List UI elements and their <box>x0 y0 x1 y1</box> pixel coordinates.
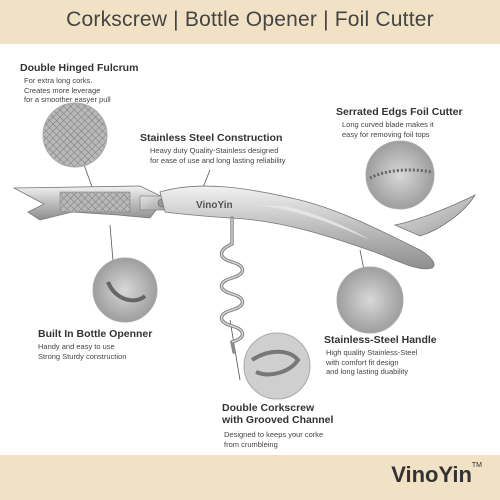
footer-banner <box>0 455 500 500</box>
handle-detail-circle <box>336 266 404 334</box>
feature-title-construction: Stainless Steel Construction <box>140 132 283 144</box>
knurled-grip <box>59 191 131 213</box>
feature-desc-corkscrew: Designed to keeps your corke from crumbl… <box>224 430 324 449</box>
feature-title-bottle-opener: Built In Bottle Openner <box>38 328 153 340</box>
feature-title-handle: Stainless-Steel Handle <box>324 334 437 346</box>
feature-desc-foil-cutter: Long curved blade makes it easy for remo… <box>342 120 434 139</box>
page-title: Corkscrew | Bottle Opener | Foil Cutter <box>66 8 434 31</box>
feature-title-fulcrum: Double Hinged Fulcrum <box>20 62 139 74</box>
brand-name: VinoYin <box>391 462 472 487</box>
fulcrum-detail-circle <box>42 102 108 168</box>
trademark-mark: TM <box>471 462 482 469</box>
bottle-opener-detail-circle <box>92 257 158 323</box>
corkscrew-body <box>12 185 477 354</box>
feature-title-corkscrew: Double Corkscrew with Grooved Channel <box>222 402 334 426</box>
foil-cutter-blade <box>393 194 477 237</box>
detail-circles <box>42 102 435 400</box>
feature-desc-fulcrum: For extra long corks. Creates more lever… <box>24 76 111 104</box>
feature-desc-construction: Heavy duty Quality-Stainless designed fo… <box>150 146 286 165</box>
foil-cutter-detail-circle <box>365 140 435 210</box>
feature-desc-handle: High quality Stainless-Steel with comfor… <box>326 348 418 376</box>
brand-logo: VinoYinTM <box>391 462 482 488</box>
title-banner <box>0 0 500 44</box>
corkscrew-detail-circle <box>243 332 311 400</box>
feature-desc-bottle-opener: Handy and easy to use Strong Sturdy cons… <box>38 342 127 361</box>
handle-engraving: VinoYin <box>196 200 233 211</box>
feature-title-foil-cutter: Serrated Edgs Foil Cutter <box>336 106 463 118</box>
